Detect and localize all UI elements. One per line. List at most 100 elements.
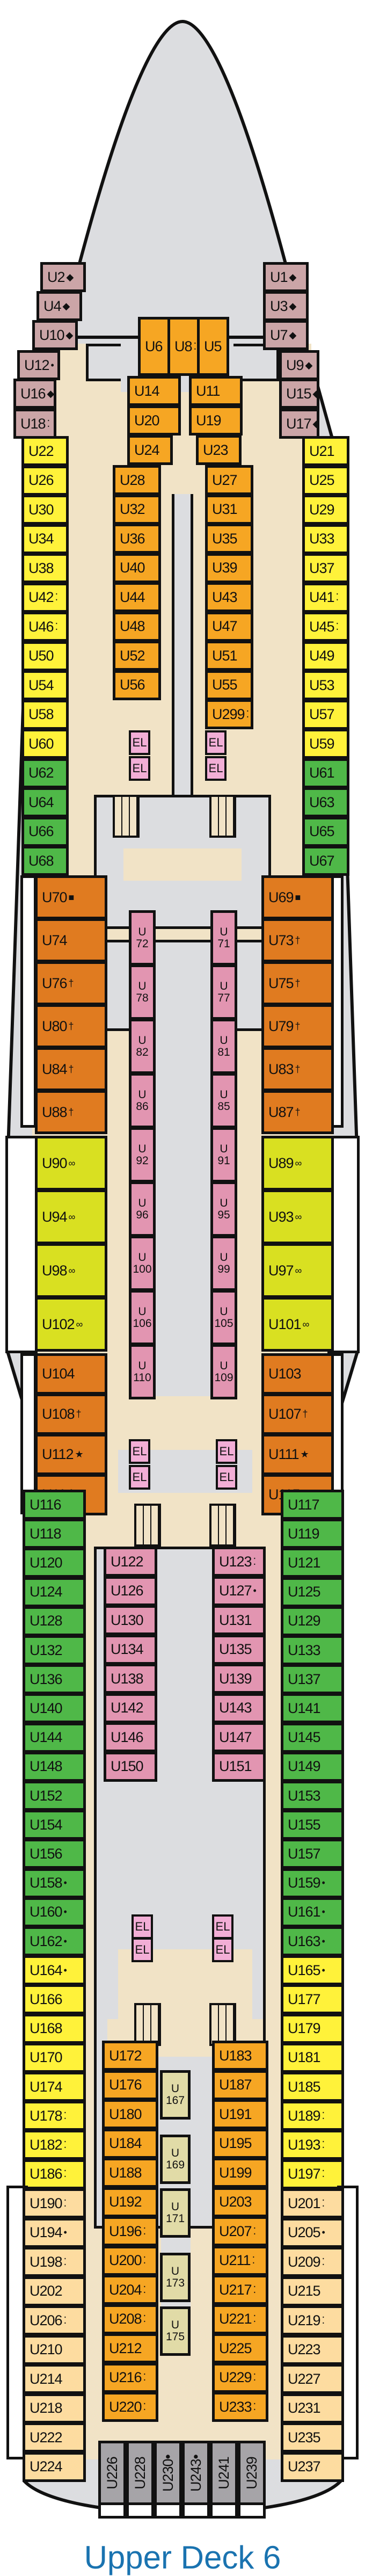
cabin-u67[interactable]: U67 (302, 846, 349, 876)
cabin-u47[interactable]: U47 (205, 611, 253, 642)
cabin-u162[interactable]: U162• (23, 1926, 86, 1956)
cabin-u160[interactable]: U160• (23, 1897, 86, 1927)
cabin-u34[interactable]: U34 (21, 524, 69, 554)
cabin-u177[interactable]: U177 (281, 1984, 344, 2015)
cabin-u116[interactable]: U116 (23, 1490, 86, 1520)
cabin-u4[interactable]: U4◆ (36, 291, 82, 321)
cabin-u38[interactable]: U38 (21, 553, 69, 583)
cabin-u50[interactable]: U50 (21, 641, 69, 671)
cabin-u158[interactable]: U158• (23, 1868, 86, 1898)
cabin-u55[interactable]: U55 (205, 670, 253, 700)
cabin-u45[interactable]: U45⁚ (302, 612, 349, 642)
cabin-u66[interactable]: U66 (21, 816, 69, 847)
cabin-u97[interactable]: U97∞ (261, 1243, 334, 1298)
cabin-u42[interactable]: U42⁚ (21, 582, 69, 613)
cabin-u185[interactable]: U185 (281, 2072, 344, 2102)
cabin-u181[interactable]: U181 (281, 2042, 344, 2073)
cabin-u44[interactable]: U44 (113, 582, 161, 612)
cabin-u75[interactable]: U75† (261, 961, 334, 1005)
cabin-u117[interactable]: U117 (281, 1490, 344, 1520)
cabin-u186[interactable]: U186⁚ (23, 2159, 86, 2189)
cabin-u157[interactable]: U157 (281, 1839, 344, 1869)
cabin-u89[interactable]: U89∞ (261, 1136, 334, 1191)
cabin-u58[interactable]: U58 (21, 699, 69, 730)
cabin-u127[interactable]: U127• (212, 1576, 266, 1606)
cabin-u8[interactable]: U8⁚ (167, 317, 200, 376)
cabin-u199[interactable]: U199 (212, 2158, 268, 2188)
cabin-u98[interactable]: U98∞ (35, 1243, 107, 1298)
cabin-u241[interactable]: U241 (210, 2441, 238, 2505)
cabin-u40[interactable]: U40 (113, 553, 161, 583)
cabin-u39[interactable]: U39 (205, 553, 253, 583)
cabin-u149[interactable]: U149 (281, 1751, 344, 1782)
cabin-u30[interactable]: U30 (21, 495, 69, 525)
cabin-u104[interactable]: U104 (35, 1353, 107, 1395)
cabin-u139[interactable]: U139 (212, 1664, 266, 1694)
cabin-u107[interactable]: U107† (261, 1394, 334, 1435)
cabin-u70[interactable]: U70■ (35, 875, 107, 919)
cabin-u201[interactable]: U201⁚ (281, 2188, 344, 2218)
cabin-u22[interactable]: U22 (21, 436, 69, 466)
cabin-u200[interactable]: U200⁚ (102, 2245, 158, 2276)
cabin-u23[interactable]: U23 (196, 435, 242, 465)
cabin-u176[interactable]: U176 (102, 2070, 158, 2100)
cabin-u10[interactable]: U10◆ (32, 320, 78, 350)
cabin-u226[interactable]: U226 (98, 2441, 126, 2505)
cabin-u60[interactable]: U60 (21, 729, 69, 759)
cabin-u231[interactable]: U231 (281, 2393, 344, 2423)
cabin-u1[interactable]: U1◆ (263, 262, 309, 292)
cabin-u21[interactable]: U21 (302, 436, 349, 466)
cabin-u12[interactable]: U12• (17, 350, 60, 380)
cabin-u155[interactable]: U155 (281, 1810, 344, 1840)
cabin-u223[interactable]: U223 (281, 2334, 344, 2365)
cabin-u203[interactable]: U203 (212, 2187, 268, 2217)
cabin-u153[interactable]: U153 (281, 1781, 344, 1811)
cabin-u108[interactable]: U108† (35, 1394, 107, 1435)
cabin-u184[interactable]: U184 (102, 2128, 158, 2159)
cabin-u43[interactable]: U43 (205, 582, 253, 612)
cabin-u142[interactable]: U142 (104, 1693, 157, 1723)
cabin-u220[interactable]: U220⁚ (102, 2392, 158, 2422)
cabin-u183[interactable]: U183 (212, 2041, 268, 2071)
cabin-u214[interactable]: U214 (23, 2364, 86, 2394)
cabin-u73[interactable]: U73† (261, 918, 334, 962)
cabin-u28[interactable]: U28 (113, 465, 161, 495)
cabin-u33[interactable]: U33 (302, 524, 349, 554)
cabin-u120[interactable]: U120 (23, 1548, 86, 1578)
cabin-u132[interactable]: U132 (23, 1635, 86, 1665)
cabin-u24[interactable]: U24 (127, 435, 173, 465)
cabin-u88[interactable]: U88† (35, 1090, 107, 1134)
cabin-u68[interactable]: U68 (21, 846, 69, 876)
cabin-u37[interactable]: U37 (302, 553, 349, 583)
cabin-u211[interactable]: U211⁚ (212, 2245, 268, 2276)
cabin-u196[interactable]: U196⁚ (102, 2216, 158, 2246)
cabin-u36[interactable]: U36 (113, 524, 161, 554)
cabin-u191[interactable]: U191 (212, 2099, 268, 2129)
cabin-u198[interactable]: U198⁚ (23, 2247, 86, 2277)
cabin-u165[interactable]: U165• (281, 1955, 344, 1986)
cabin-u145[interactable]: U145 (281, 1722, 344, 1753)
cabin-u144[interactable]: U144 (23, 1722, 86, 1753)
cabin-u215[interactable]: U215 (281, 2276, 344, 2306)
cabin-u224[interactable]: U224 (23, 2451, 86, 2482)
cabin-u53[interactable]: U53 (302, 670, 349, 700)
cabin-u210[interactable]: U210 (23, 2334, 86, 2365)
cabin-u61[interactable]: U61 (302, 758, 349, 788)
cabin-u32[interactable]: U32 (113, 494, 161, 525)
cabin-u205[interactable]: U205• (281, 2217, 344, 2248)
cabin-u6[interactable]: U6 (138, 317, 170, 376)
cabin-u5[interactable]: U5 (197, 317, 229, 376)
cabin-u136[interactable]: U136 (23, 1664, 86, 1695)
cabin-u20[interactable]: U20 (127, 405, 181, 436)
cabin-u140[interactable]: U140 (23, 1693, 86, 1724)
cabin-u229[interactable]: U229⁚ (212, 2362, 268, 2393)
cabin-u35[interactable]: U35 (205, 524, 253, 554)
